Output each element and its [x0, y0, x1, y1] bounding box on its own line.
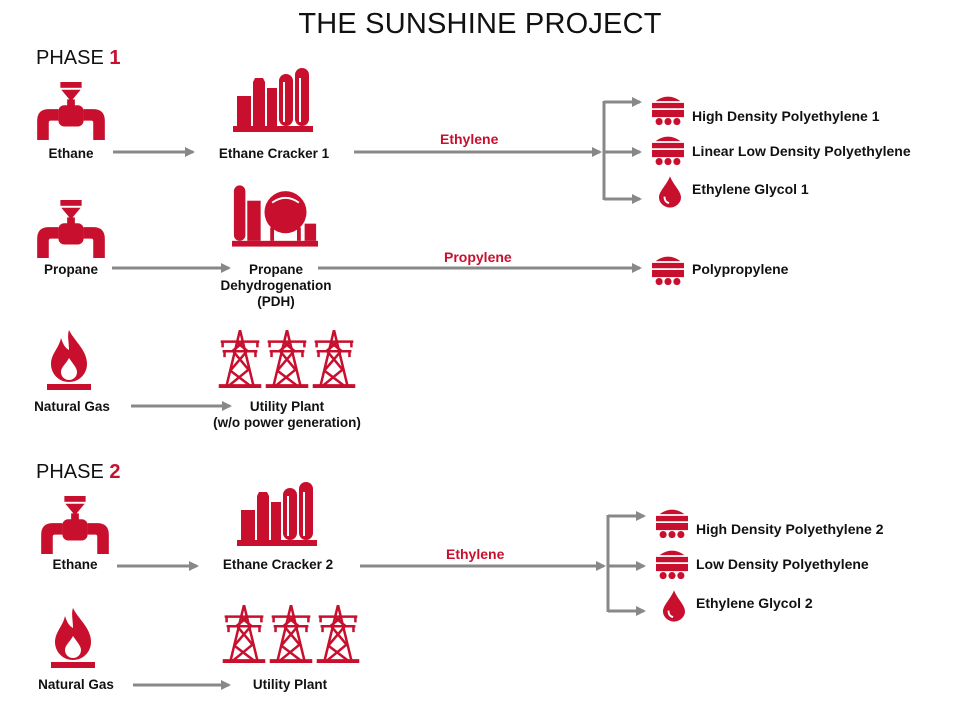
ethylene-flow-label: Ethylene	[446, 546, 505, 562]
phase-number: 1	[109, 47, 121, 69]
source-ethane: Ethane	[48, 146, 94, 161]
product-ethylene-glycol-1: Ethylene Glycol 1	[692, 181, 809, 197]
source-propane: Propane	[43, 262, 99, 277]
phase-2-heading: PHASE 2	[36, 461, 121, 484]
product-hdpe-2: High Density Polyethylene 2	[696, 521, 884, 537]
ethylene-flow-label: Ethylene	[440, 131, 499, 147]
product-hdpe-1: High Density Polyethylene 1	[692, 108, 880, 124]
pdh-label: Propane Dehydrogenation (PDH)	[220, 262, 332, 309]
propylene-flow-label: Propylene	[444, 249, 512, 265]
diagram-title: THE SUNSHINE PROJECT	[298, 8, 662, 40]
phase-1-heading: PHASE 1	[36, 47, 121, 70]
phase-number: 2	[109, 461, 121, 483]
ethane-cracker-1-label: Ethane Cracker 1	[218, 146, 330, 161]
source-ethane: Ethane	[52, 557, 98, 572]
utility-plant-2-label: Utility Plant	[252, 677, 328, 692]
product-lldpe: Linear Low Density Polyethylene	[692, 143, 911, 159]
product-polypropylene: Polypropylene	[692, 261, 789, 277]
phase-label: PHASE	[36, 461, 104, 483]
phase-label: PHASE	[36, 47, 104, 69]
product-ethylene-glycol-2: Ethylene Glycol 2	[696, 595, 813, 611]
source-natural-gas: Natural Gas	[38, 677, 114, 692]
ethane-cracker-2-label: Ethane Cracker 2	[222, 557, 334, 572]
product-ldpe: Low Density Polyethylene	[696, 556, 869, 572]
utility-plant-1-label: Utility Plant (w/o power generation)	[213, 399, 361, 430]
source-natural-gas: Natural Gas	[34, 399, 110, 414]
